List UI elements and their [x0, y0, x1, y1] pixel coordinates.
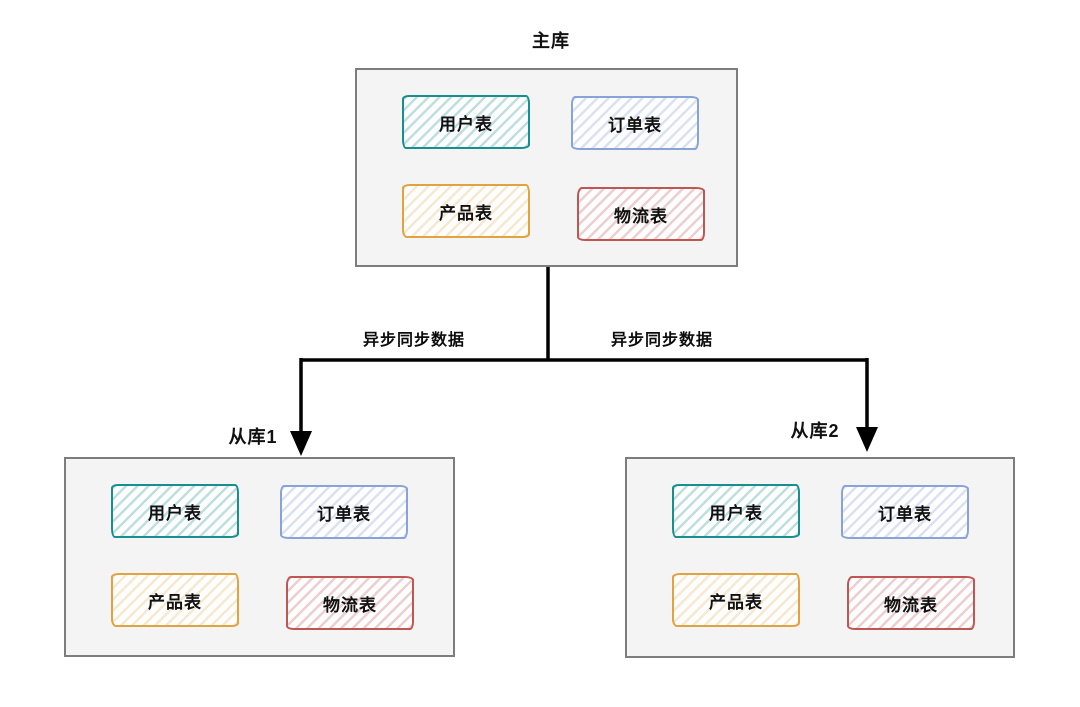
slave1-db-box: 用户表 订单表 产品表 物流表 — [64, 457, 455, 657]
master-db-box: 用户表 订单表 产品表 物流表 — [355, 68, 738, 267]
master-table-products: 产品表 — [402, 184, 530, 238]
master-db-title: 主库 — [532, 31, 570, 51]
arrowhead-down-slave1-icon — [290, 431, 312, 456]
slave2-table-orders: 订单表 — [841, 485, 969, 539]
table-label: 订单表 — [878, 504, 932, 524]
slave1-db-title: 从库1 — [228, 427, 278, 447]
slave1-table-orders: 订单表 — [280, 485, 408, 539]
table-label: 用户表 — [148, 503, 202, 523]
table-label: 用户表 — [709, 503, 763, 523]
arrowhead-down-slave2-icon — [856, 427, 878, 452]
table-label: 物流表 — [614, 206, 668, 226]
sync-edge-label-left: 异步同步数据 — [362, 332, 466, 349]
master-table-logistics: 物流表 — [577, 187, 705, 241]
table-label: 用户表 — [439, 114, 493, 134]
slave2-db-box: 用户表 订单表 产品表 物流表 — [625, 457, 1015, 658]
table-label: 产品表 — [709, 592, 763, 612]
table-label: 订单表 — [608, 115, 662, 135]
slave1-table-products: 产品表 — [111, 573, 239, 627]
table-label: 物流表 — [323, 595, 377, 615]
slave2-table-products: 产品表 — [672, 573, 800, 627]
master-table-orders: 订单表 — [571, 96, 699, 150]
slave2-db-title: 从库2 — [790, 421, 840, 441]
slave2-table-logistics: 物流表 — [847, 576, 975, 630]
slave1-table-users: 用户表 — [111, 484, 239, 538]
master-table-users: 用户表 — [402, 95, 530, 149]
table-label: 物流表 — [884, 595, 938, 615]
table-label: 产品表 — [148, 592, 202, 612]
sync-connector-lines — [299, 267, 869, 433]
sync-edge-label-right: 异步同步数据 — [610, 332, 714, 349]
table-label: 产品表 — [439, 203, 493, 223]
slave2-table-users: 用户表 — [672, 484, 800, 538]
table-label: 订单表 — [317, 504, 371, 524]
slave1-table-logistics: 物流表 — [286, 576, 414, 630]
